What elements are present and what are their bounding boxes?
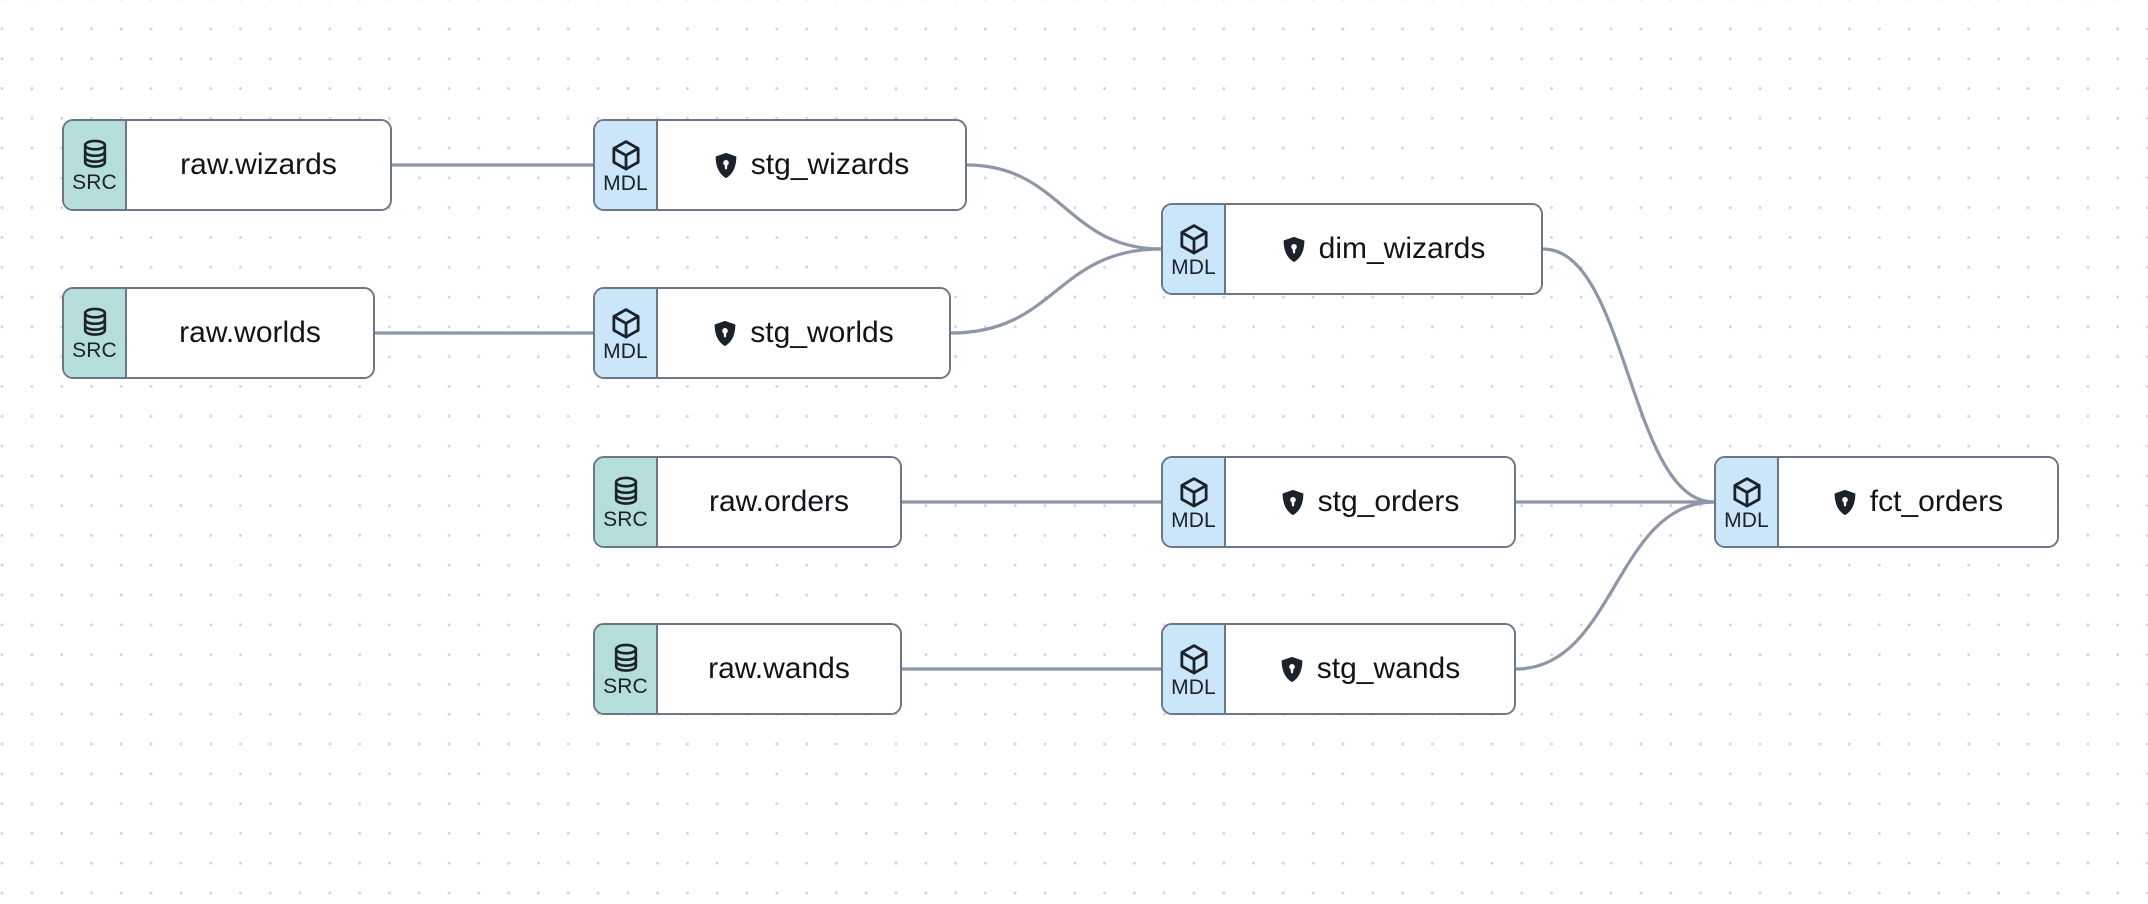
node-dim_wizards[interactable]: MDL dim_wizards	[1161, 203, 1543, 295]
shield-lock-icon	[714, 152, 738, 179]
node-type-badge-mdl: MDL	[1163, 458, 1226, 546]
node-type-badge-mdl: MDL	[1163, 205, 1226, 293]
lineage-edge-stg_wizards-to-dim_wizards[interactable]	[965, 163, 1163, 251]
shield-lock-icon	[1833, 489, 1857, 516]
node-label: dim_wizards	[1318, 232, 1486, 265]
cube-icon	[1178, 643, 1210, 676]
database-icon	[611, 643, 641, 675]
node-body: raw.worlds	[127, 289, 373, 377]
node-type-label: MDL	[1724, 508, 1769, 532]
node-raw_wands[interactable]: SRC raw.wands	[593, 623, 902, 715]
node-type-label: MDL	[1171, 675, 1216, 699]
node-type-label: MDL	[1171, 255, 1216, 279]
node-raw_wizards[interactable]: SRC raw.wizards	[62, 119, 392, 211]
cube-icon	[610, 307, 642, 340]
node-body: raw.wands	[658, 625, 900, 713]
node-type-label: SRC	[603, 508, 648, 531]
cube-icon	[1178, 223, 1210, 256]
node-label: stg_worlds	[750, 316, 894, 349]
node-type-label: MDL	[1171, 508, 1216, 532]
node-type-badge-mdl: MDL	[1716, 458, 1779, 546]
node-type-badge-src: SRC	[64, 121, 127, 209]
database-icon	[80, 139, 110, 171]
node-type-badge-mdl: MDL	[595, 289, 658, 377]
database-icon	[611, 476, 641, 508]
node-body: stg_orders	[1226, 458, 1514, 546]
lineage-edge-stg_worlds-to-dim_wizards[interactable]	[949, 247, 1163, 335]
cube-icon	[1731, 476, 1763, 509]
node-body: stg_wizards	[658, 121, 965, 209]
node-stg_worlds[interactable]: MDL stg_worlds	[593, 287, 951, 379]
node-body: dim_wizards	[1226, 205, 1541, 293]
node-stg_wands[interactable]: MDL stg_wands	[1161, 623, 1516, 715]
node-stg_orders[interactable]: MDL stg_orders	[1161, 456, 1516, 548]
database-icon	[80, 307, 110, 339]
node-body: raw.orders	[658, 458, 900, 546]
shield-lock-icon	[1281, 489, 1305, 516]
node-type-badge-src: SRC	[64, 289, 127, 377]
node-type-badge-src: SRC	[595, 458, 658, 546]
node-fct_orders[interactable]: MDL fct_orders	[1714, 456, 2059, 548]
node-label: raw.wizards	[180, 148, 337, 181]
shield-lock-icon	[1280, 656, 1304, 683]
lineage-edge-dim_wizards-to-fct_orders[interactable]	[1541, 247, 1716, 504]
node-body: stg_wands	[1226, 625, 1514, 713]
node-label: stg_wizards	[750, 148, 910, 181]
node-raw_orders[interactable]: SRC raw.orders	[593, 456, 902, 548]
node-stg_wizards[interactable]: MDL stg_wizards	[593, 119, 967, 211]
node-type-badge-src: SRC	[595, 625, 658, 713]
node-type-badge-mdl: MDL	[1163, 625, 1226, 713]
node-type-label: SRC	[603, 675, 648, 698]
node-type-label: MDL	[603, 339, 648, 363]
node-label: raw.orders	[708, 485, 850, 518]
node-body: raw.wizards	[127, 121, 390, 209]
node-type-badge-mdl: MDL	[595, 121, 658, 209]
lineage-edge-stg_wands-to-fct_orders[interactable]	[1514, 500, 1716, 671]
shield-lock-icon	[713, 320, 737, 347]
node-label: stg_orders	[1317, 485, 1460, 518]
node-label: raw.wands	[708, 652, 850, 685]
node-type-label: SRC	[72, 171, 117, 194]
node-label: raw.worlds	[179, 316, 321, 349]
cube-icon	[610, 139, 642, 172]
node-raw_worlds[interactable]: SRC raw.worlds	[62, 287, 375, 379]
node-label: fct_orders	[1869, 485, 2004, 518]
node-body: fct_orders	[1779, 458, 2057, 546]
shield-lock-icon	[1282, 236, 1306, 263]
node-type-label: MDL	[603, 171, 648, 195]
node-type-label: SRC	[72, 339, 117, 362]
node-label: stg_wands	[1316, 652, 1461, 685]
node-body: stg_worlds	[658, 289, 949, 377]
cube-icon	[1178, 476, 1210, 509]
